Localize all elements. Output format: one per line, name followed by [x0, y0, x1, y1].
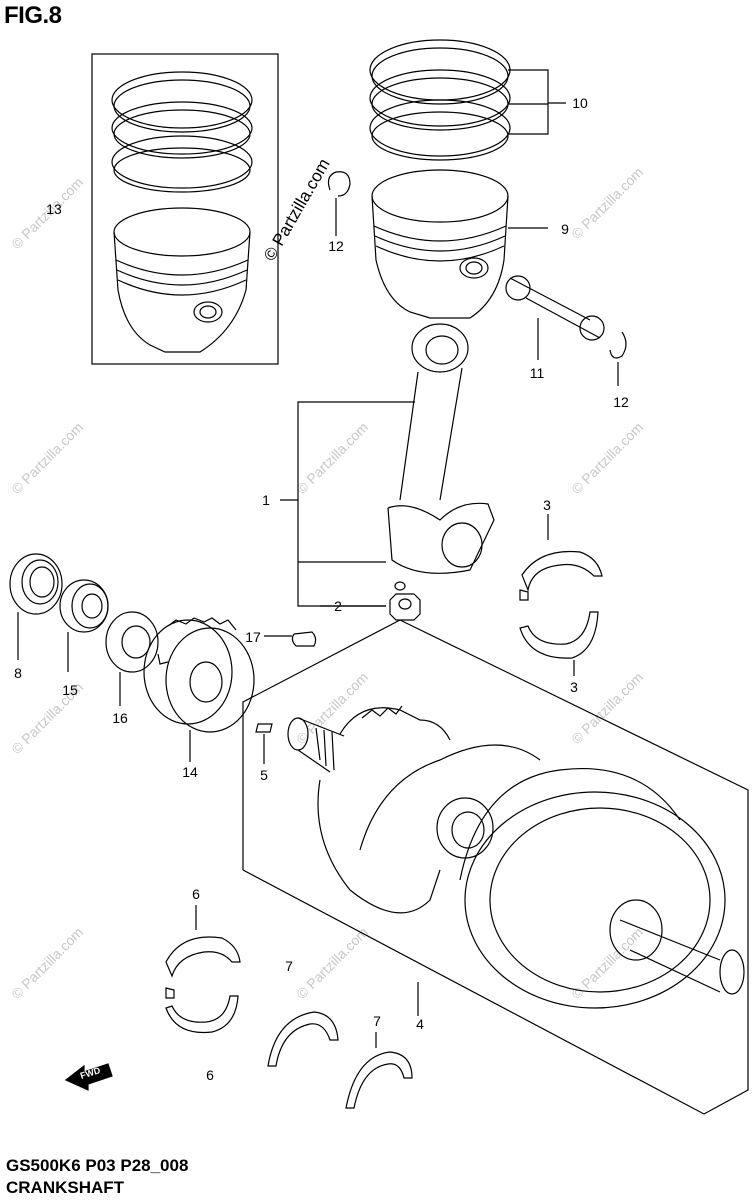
kit-frame-13 — [91, 53, 279, 365]
kit-frame-4 — [242, 619, 749, 1115]
thrust-washer-7 — [267, 1011, 413, 1109]
key-17 — [291, 631, 317, 647]
callout-4: 4 — [416, 1016, 424, 1032]
callout-12-top: 12 — [328, 238, 344, 254]
callout-14: 14 — [182, 764, 198, 780]
rod-bearing-3 — [519, 550, 603, 659]
rod-nut-2 — [389, 581, 421, 621]
washer-16 — [105, 611, 159, 673]
circlip-12-top — [327, 171, 351, 197]
figure-label: FIG.8 — [4, 2, 62, 29]
primary-gear-14 — [143, 617, 255, 733]
crankshaft — [287, 705, 745, 1009]
callout-11: 11 — [529, 365, 545, 381]
key-5 — [255, 723, 273, 733]
callout-6-top: 6 — [192, 886, 200, 902]
figure-code: GS500K6 P03 P28_008 — [6, 1156, 189, 1175]
figure-title: CRANKSHAFT — [6, 1178, 125, 1197]
callout-2: 2 — [334, 598, 342, 614]
connecting-rod-1 — [387, 323, 495, 574]
callout-16: 16 — [112, 710, 128, 726]
callout-15: 15 — [62, 682, 78, 698]
callout-1: 1 — [262, 492, 270, 508]
piston-ring-set-13 — [111, 71, 253, 193]
callout-6-bottom: 6 — [206, 1067, 214, 1083]
piston-pin-11 — [505, 275, 605, 341]
piston-rings-10 — [369, 39, 511, 161]
piston-13 — [113, 207, 251, 353]
callout-7-top: 7 — [285, 958, 293, 974]
callout-13: 13 — [46, 201, 62, 217]
callout-12-right: 12 — [613, 394, 629, 410]
circlip-12-right — [609, 331, 627, 359]
callout-3-top: 3 — [543, 497, 551, 513]
callout-7-bottom: 7 — [373, 1013, 381, 1029]
callout-3-bottom: 3 — [570, 679, 578, 695]
callout-10: 10 — [572, 95, 588, 111]
oil-seal-8 — [9, 553, 63, 615]
callout-9: 9 — [561, 221, 569, 237]
spacer-15 — [59, 579, 109, 633]
main-bearing-6 — [165, 936, 241, 1034]
callout-5: 5 — [260, 767, 268, 783]
callout-17: 17 — [245, 629, 261, 645]
callout-8: 8 — [14, 665, 22, 681]
forward-arrow-icon — [64, 1063, 113, 1091]
piston-9 — [371, 169, 509, 319]
